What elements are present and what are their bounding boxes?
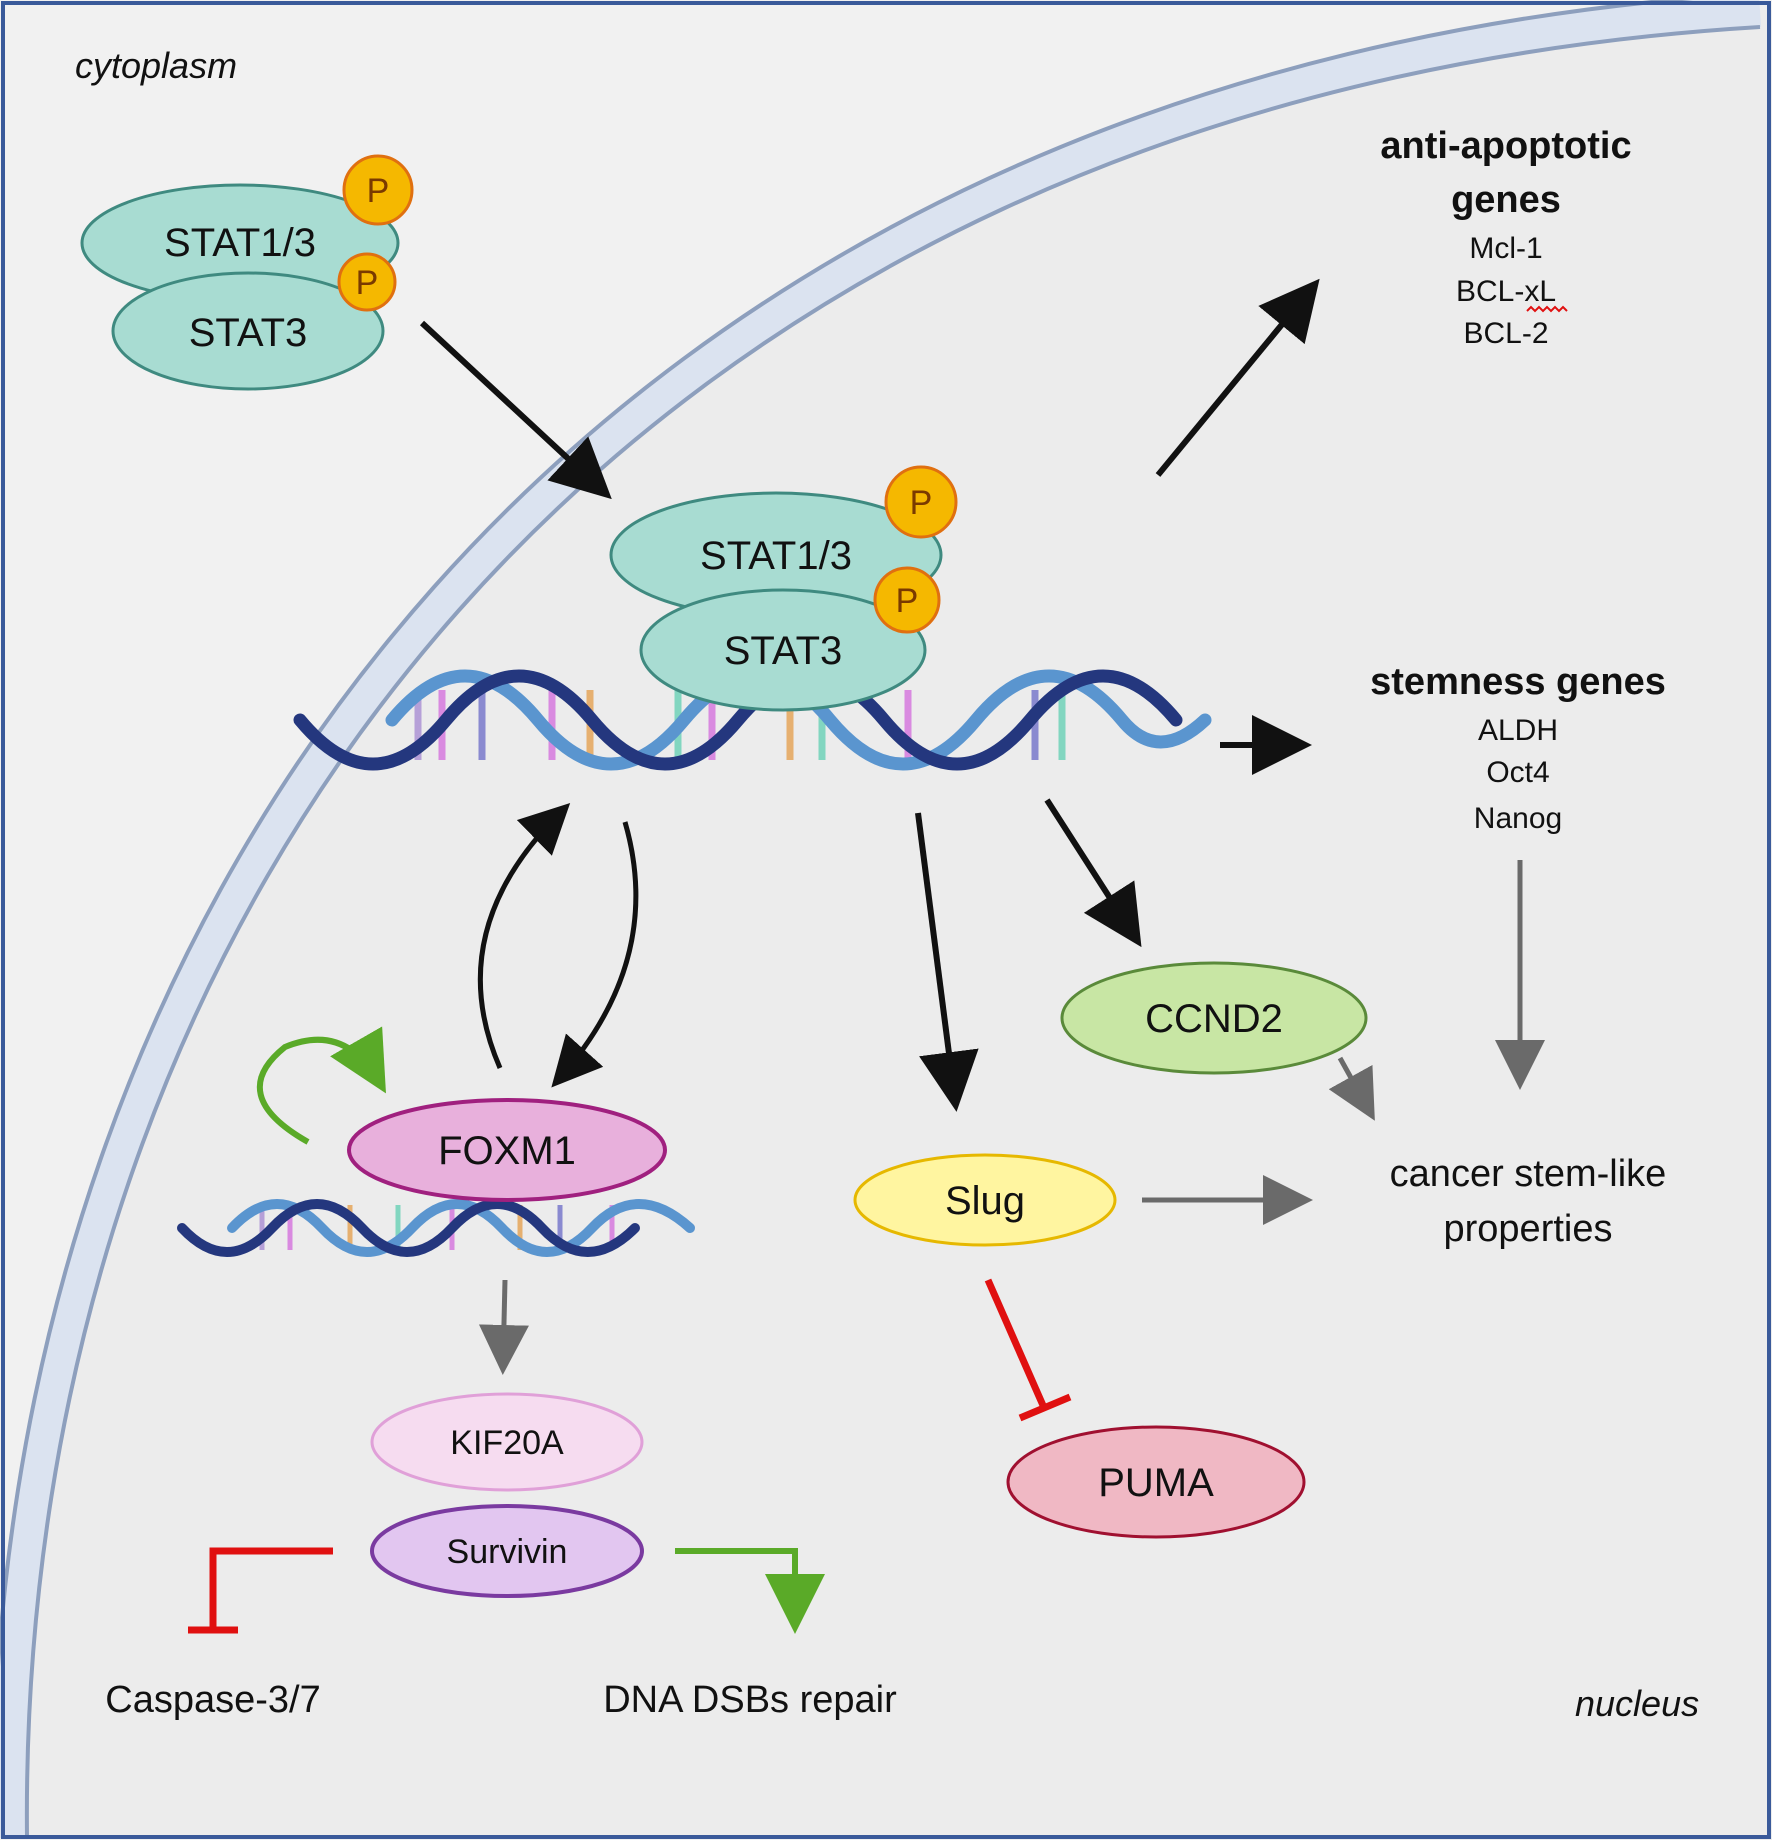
cyto-phospho-1 [342, 154, 414, 226]
arrow-cyto-to-nucleus [419, 320, 612, 500]
nuclear-stat3-label: STAT3 [724, 629, 843, 673]
gene-oct4: Oct4 [1486, 756, 1549, 789]
nuclear-stat-complex: STAT1/3 STAT3 P P [609, 465, 958, 712]
nucleus-label: nucleus [1575, 1683, 1699, 1724]
foxm1-node [347, 1098, 667, 1202]
foxm1-autoregulation-arrow [257, 1026, 386, 1145]
inhibition-survivin-caspase [188, 1547, 333, 1634]
ccnd2-node [1060, 961, 1368, 1075]
arrow-ccnd2-to-csc [1328, 1056, 1375, 1121]
cyto-stat3-node [111, 271, 385, 391]
survivin-label: Survivin [447, 1533, 568, 1571]
nuclear-phospho-2 [873, 566, 941, 634]
nuclear-membrane-edge-b [24, 25, 1761, 1839]
survivin-node [370, 1504, 644, 1598]
slug-node [853, 1153, 1117, 1247]
anti-apoptotic-title-line2: genes [1451, 179, 1561, 221]
dna-helix-foxm1 [177, 1199, 695, 1257]
caspase-label: Caspase-3/7 [105, 1679, 320, 1721]
slug-label: Slug [945, 1179, 1025, 1223]
nuclear-phospho-1 [884, 465, 958, 539]
foxm1-label: FOXM1 [438, 1129, 576, 1173]
gene-bcl-2: BCL-2 [1463, 317, 1548, 350]
nuclear-stat3-node [639, 588, 927, 712]
arrow-foxm1-to-stat [477, 803, 571, 1069]
csc-properties-line2: properties [1444, 1208, 1613, 1250]
nuclear-envelope [9, 10, 1772, 1840]
arrow-to-ccnd2 [1044, 798, 1142, 948]
cyto-phospho-2 [337, 252, 397, 312]
stemness-genes-block: stemness genes ALDH Oct4 Nanog [1370, 661, 1666, 835]
anti-apoptotic-title-line1: anti-apoptotic [1380, 125, 1631, 167]
nuclear-phospho-1-label: P [910, 484, 933, 522]
ccnd2-label: CCND2 [1145, 997, 1283, 1041]
gene-aldh: ALDH [1478, 714, 1558, 747]
arrow-stat-to-foxm1 [551, 821, 639, 1088]
puma-label: PUMA [1098, 1461, 1214, 1505]
nuclear-phospho-2-label: P [896, 582, 919, 620]
arrow-foxm1-to-kif20a [478, 1279, 529, 1375]
nuclear-stat1-3-label: STAT1/3 [700, 534, 852, 578]
inhibition-slug-puma [984, 1278, 1072, 1422]
arrow-to-anti-apoptotic [1155, 278, 1320, 477]
spellcheck-squiggle [1526, 305, 1568, 313]
cyto-phospho-1-label: P [367, 172, 390, 210]
puma-node [1006, 1425, 1306, 1539]
arrow-to-slug [915, 812, 979, 1112]
arrow-survivin-to-dsb-repair [675, 1548, 825, 1634]
cyto-stat3-label: STAT3 [189, 311, 308, 355]
cyto-stat-complex: STAT1/3 STAT3 P P [80, 154, 414, 391]
kif20a-node [370, 1392, 644, 1492]
cyto-stat1-3-label: STAT1/3 [164, 221, 316, 265]
gene-bcl-xl: BCL-xL [1456, 275, 1556, 308]
gene-mcl-1: Mcl-1 [1469, 232, 1542, 265]
stemness-title: stemness genes [1370, 661, 1666, 703]
cyto-phospho-2-label: P [356, 264, 379, 302]
gene-nanog: Nanog [1474, 802, 1562, 835]
dsb-repair-label: DNA DSBs repair [603, 1679, 897, 1721]
cytoplasm-label: cytoplasm [75, 45, 237, 86]
kif20a-label: KIF20A [450, 1424, 564, 1462]
csc-properties-line1: cancer stem-like [1390, 1153, 1667, 1195]
anti-apoptotic-genes-block: anti-apoptotic genes Mcl-1 BCL-xL BCL-2 [1380, 125, 1631, 350]
